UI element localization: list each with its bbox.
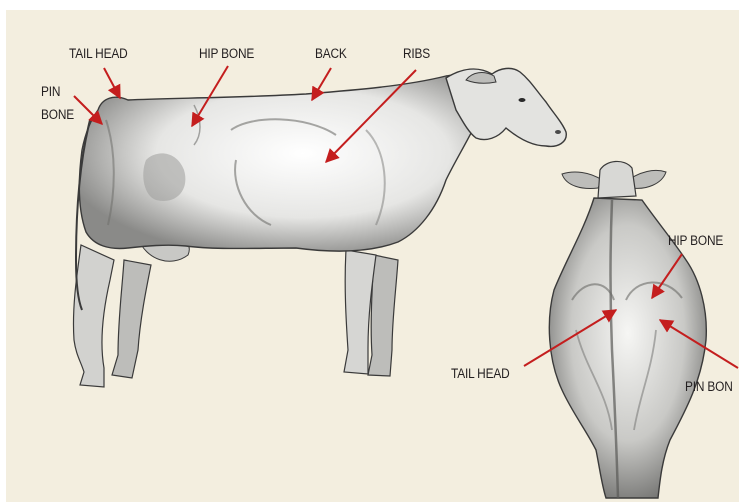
label-side-pin-bone-line2: BONE (41, 106, 74, 123)
side-cow-rear-leg-far (112, 260, 151, 378)
side-cow-rear-leg-near (73, 245, 114, 387)
arrow-side-tail-head (104, 68, 120, 98)
side-view-cow (73, 68, 566, 387)
rear-cow-ear-left (562, 172, 602, 188)
label-rear-tail-head: TAIL HEAD (451, 365, 509, 382)
cow-body-condition-diagram: TAIL HEAD HIP BONE BACK RIBS PIN BONE HI… (6, 10, 739, 502)
label-rear-hip-bone: HIP BONE (668, 232, 723, 249)
side-cow-eye (519, 98, 526, 102)
label-side-tail-head: TAIL HEAD (69, 45, 127, 62)
rear-view-cow (549, 161, 706, 498)
cow-illustrations (6, 10, 739, 502)
side-cow-nostril (555, 130, 561, 134)
label-side-pin-bone-line1: PIN (41, 83, 60, 100)
label-side-back: BACK (315, 45, 347, 62)
label-side-hip-bone: HIP BONE (199, 45, 254, 62)
rear-cow-head (598, 161, 636, 198)
label-rear-pin-bone: PIN BON (685, 378, 733, 395)
side-cow-body (79, 74, 486, 251)
label-side-ribs: RIBS (403, 45, 430, 62)
